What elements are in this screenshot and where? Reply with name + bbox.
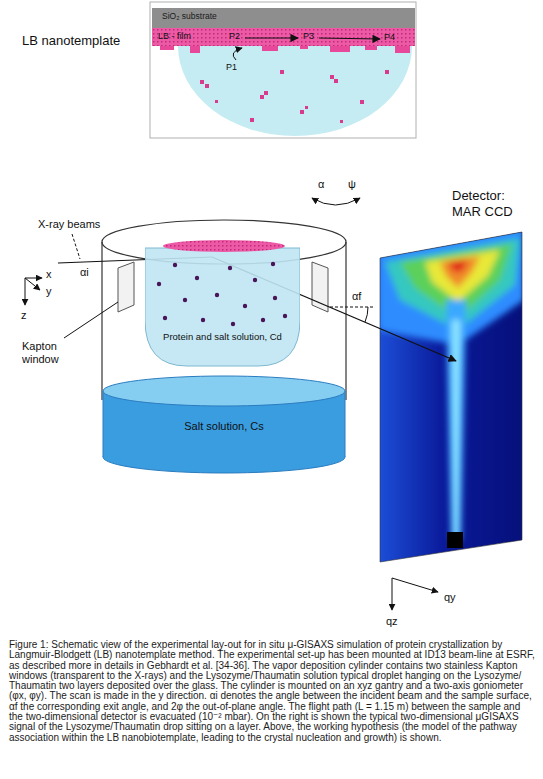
drawing-ellipse [103, 376, 345, 406]
drawing-path [145, 248, 300, 366]
drawing-circle [231, 322, 235, 326]
drawing-rect [215, 100, 218, 103]
figure-caption: Figure 1: Schematic view of the experime… [9, 640, 535, 743]
inset-droplet [178, 46, 412, 136]
layer-label: LB - film [158, 31, 191, 41]
drawing-polygon [425, 250, 500, 302]
lb-film-shape [152, 28, 415, 46]
inset-frame [150, 2, 416, 138]
drawing-rect [340, 120, 343, 123]
salt-solution: Salt solution, Cs [102, 375, 346, 475]
drawing-circle [215, 293, 219, 297]
drawing-circle [273, 296, 277, 300]
drawing-rect [378, 230, 524, 564]
cylinder-wall [101, 242, 102, 400]
axis-label: qz [386, 615, 398, 628]
drawing-line [319, 38, 380, 39]
drawing-circle [261, 318, 265, 322]
drawing-polygon [446, 300, 466, 540]
angle-label: αf [352, 290, 361, 303]
drawing-circle [157, 282, 161, 286]
substrate-layer: SiO₂ substrate [152, 8, 415, 28]
leader-line [64, 302, 118, 338]
particle-label: P3 [303, 31, 314, 41]
drawing-rect [334, 79, 338, 83]
beam-label: X-ray beams [38, 218, 100, 231]
axis-label: y [46, 285, 52, 298]
axis-arrow [25, 278, 26, 305]
drawing-circle [201, 318, 205, 322]
particle-label: P1 [226, 62, 237, 72]
drawing-rect [385, 70, 389, 74]
drawing-ellipse [163, 240, 285, 252]
lb-film-layer: LB - film [152, 28, 415, 46]
drawing-circle [283, 314, 287, 318]
drawing-rect [250, 118, 254, 122]
angle-label: αi [80, 266, 89, 279]
detector-image [378, 222, 524, 564]
drawing-circle [243, 304, 247, 308]
drawing-line [103, 391, 104, 457]
drawing-rect [200, 80, 204, 84]
axis-label: qy [444, 591, 456, 604]
protein-particles [200, 70, 389, 123]
q-axis-arrow [392, 578, 438, 592]
protein-drop: Protein and salt solution, Cd [145, 240, 300, 368]
drawing-line [345, 391, 346, 457]
rotation-label: ψ [348, 178, 356, 191]
drawing-rect [447, 532, 463, 548]
particle-label: P4 [384, 32, 395, 42]
drawing-g [378, 222, 524, 540]
axis-label: x [46, 268, 52, 281]
detector-frame [380, 232, 522, 562]
drawing-circle [183, 298, 187, 302]
kapton-window [312, 262, 328, 312]
inset-title: LB nanotemplate [22, 34, 120, 49]
layer-label: SiO₂ substrate [162, 12, 217, 22]
detector-label: Detector: MAR CCD [452, 188, 530, 219]
drawing-rect [305, 106, 308, 109]
rotation-label: α [318, 178, 324, 191]
drawing-rect [205, 84, 209, 88]
drawing-g [157, 262, 287, 326]
drawing-rect [300, 110, 304, 114]
axis-arrow [25, 278, 42, 279]
drawing-polygon [440, 256, 480, 288]
drawing-rect [360, 100, 364, 104]
cylinder-wall [345, 242, 346, 400]
particle-label: P2 [229, 31, 240, 41]
drawing-polygon [448, 259, 468, 272]
solution-label: Protein and salt solution, Cd [163, 332, 282, 343]
drawing-circle [163, 316, 167, 320]
drawing-rect [330, 75, 334, 79]
solution-label: Salt solution, Cs [184, 420, 263, 433]
drawing-circle [195, 276, 199, 280]
drawing-circle [173, 263, 177, 267]
window-label: Kapton window [22, 340, 72, 366]
angle-reference [330, 307, 374, 308]
rotation-arrow [312, 198, 360, 205]
drop-shape [145, 240, 300, 368]
q-axis-arrow [392, 578, 393, 610]
drawing-rect [264, 91, 268, 95]
leader-line [72, 234, 80, 259]
drawing-rect [152, 28, 415, 46]
association-arrow [233, 48, 242, 60]
drawing-circle [253, 278, 257, 282]
axis-label: z [21, 309, 27, 322]
angle-arc [365, 307, 368, 322]
drawing-line [245, 37, 298, 38]
kapton-window [118, 262, 134, 312]
drawing-circle [228, 266, 232, 270]
drawing-rect [260, 95, 264, 99]
axis-arrow [25, 278, 40, 290]
drawing-rect [280, 70, 284, 74]
drawing-polygon [452, 320, 460, 540]
drawing-circle [271, 262, 275, 266]
